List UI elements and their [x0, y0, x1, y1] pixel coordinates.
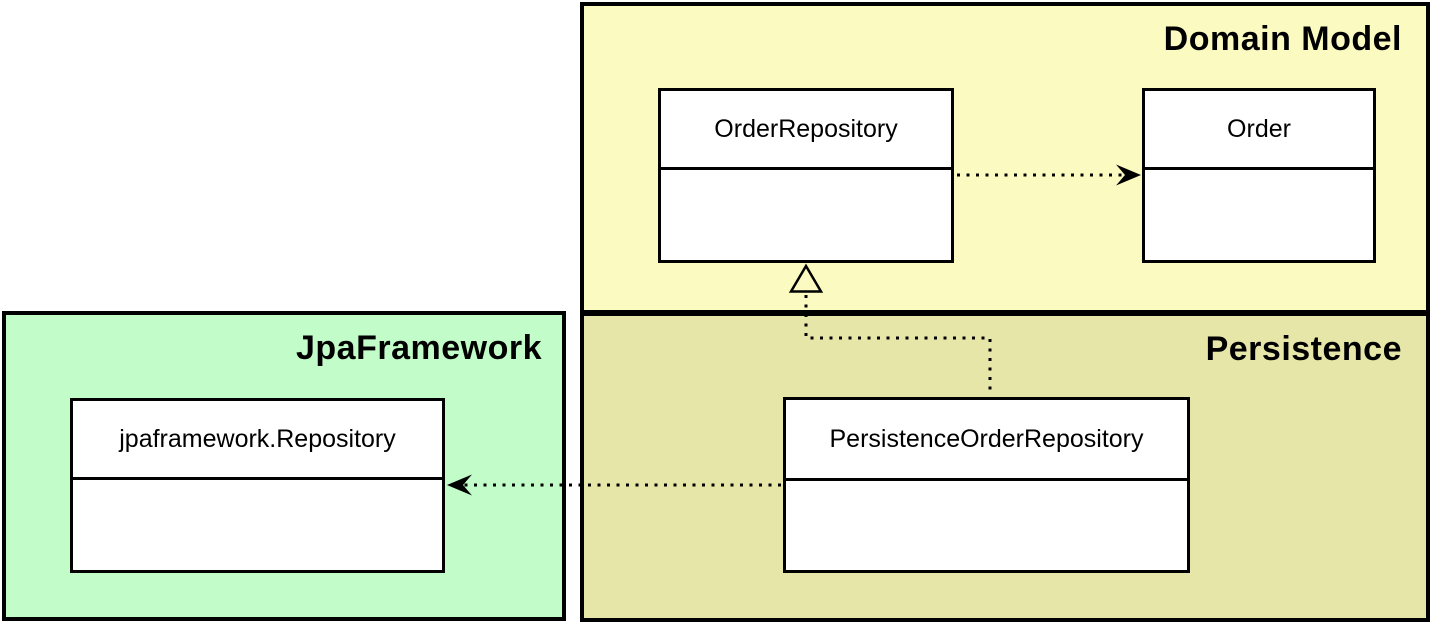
class-members-compartment — [786, 481, 1187, 570]
class-box-persistence-order-repository: PersistenceOrderRepository — [783, 397, 1190, 573]
class-name-order: Order — [1145, 91, 1373, 170]
class-name-persistence-order-repository: PersistenceOrderRepository — [786, 400, 1187, 481]
class-name-order-repository: OrderRepository — [661, 91, 951, 170]
class-members-compartment — [661, 170, 951, 260]
package-title-domain-model: Domain Model — [1163, 20, 1402, 58]
class-name-jpaframework-repository: jpaframework.Repository — [73, 401, 442, 480]
class-box-order-repository: OrderRepository — [658, 88, 954, 263]
package-title-persistence: Persistence — [1205, 330, 1402, 368]
class-members-compartment — [1145, 170, 1373, 260]
package-title-jpa-framework: JpaFramework — [296, 329, 542, 367]
class-members-compartment — [73, 480, 442, 570]
class-box-jpaframework-repository: jpaframework.Repository — [70, 398, 445, 573]
class-box-order: Order — [1142, 88, 1376, 263]
